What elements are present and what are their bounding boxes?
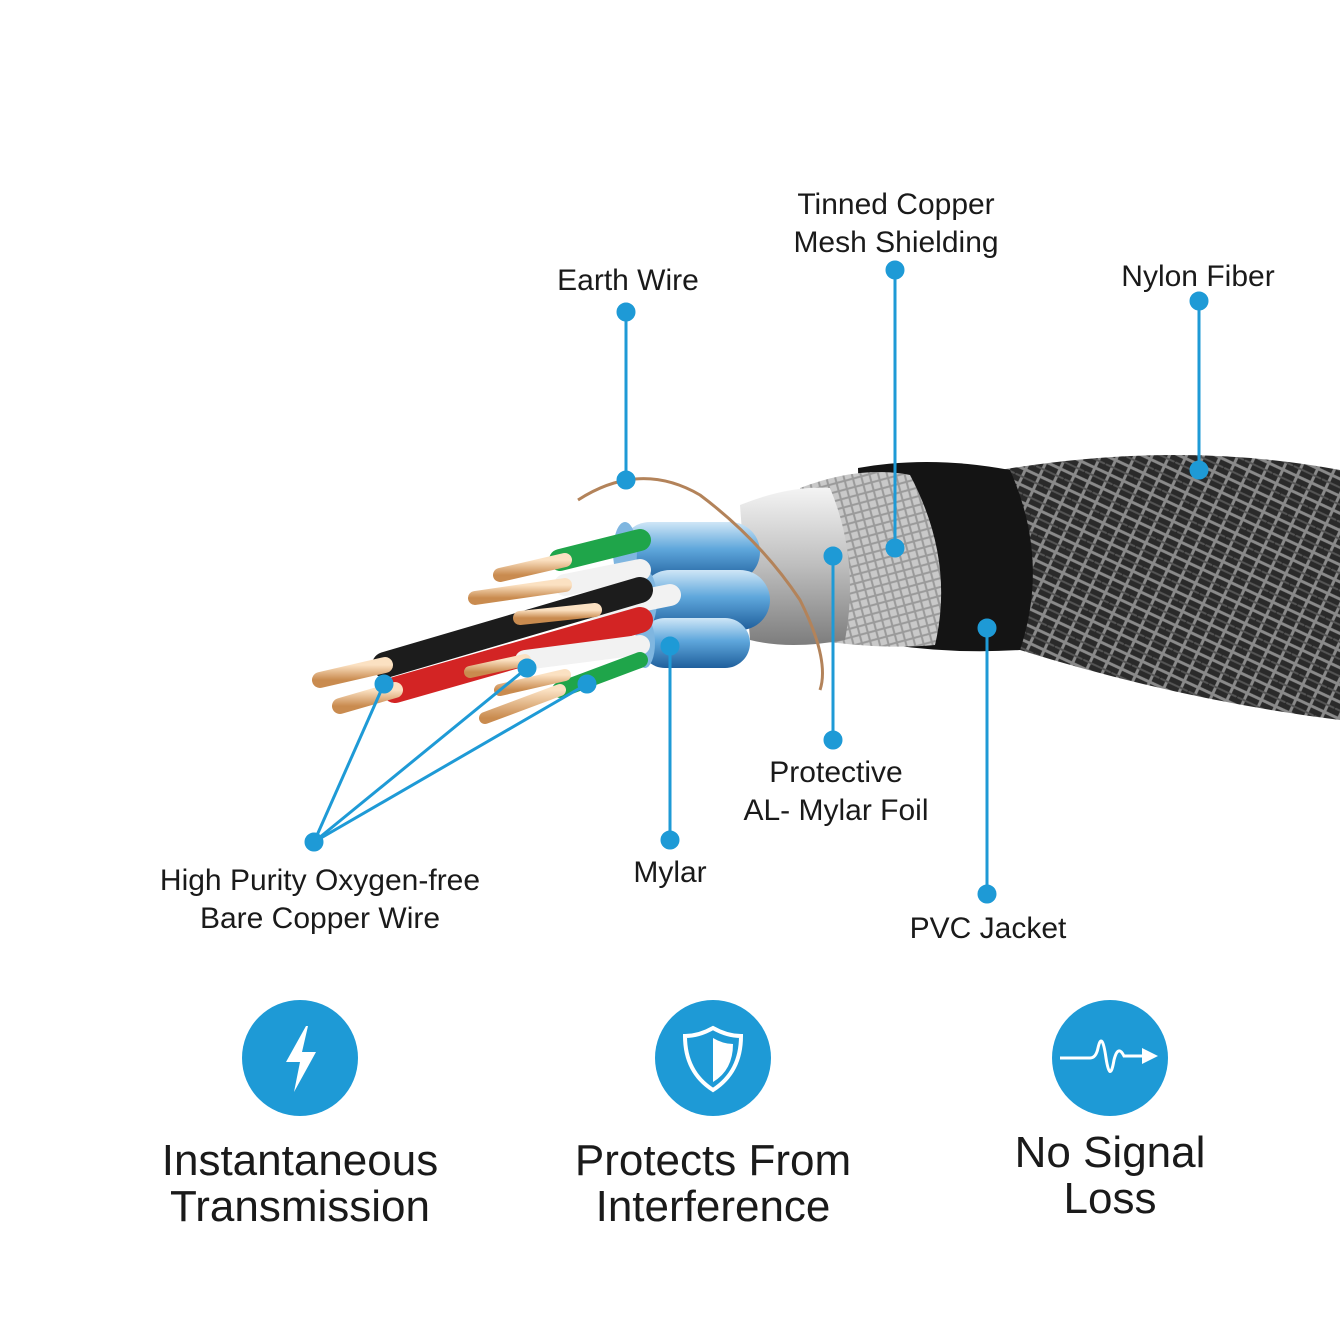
shield-icon (682, 1025, 744, 1093)
signal-wave-icon (1060, 1039, 1158, 1073)
feature-label: Instantaneous Transmission (140, 1138, 460, 1230)
label-earth-wire: Earth Wire (528, 262, 728, 300)
label-pvc-jacket: PVC Jacket (888, 910, 1088, 948)
label-line: PVC Jacket (909, 912, 1067, 945)
label-line: High Purity Oxygen-free (159, 864, 481, 897)
feature-icon-circle (1052, 1000, 1168, 1116)
callout-lines (304, 260, 1209, 904)
feature-label: Protects From Interference (553, 1138, 873, 1230)
earth-wire (577, 477, 824, 691)
label-line: Earth Wire (557, 264, 699, 297)
feature-line: Loss (1063, 1174, 1157, 1223)
label-mylar: Mylar (610, 854, 730, 892)
feature-instantaneous-transmission: Instantaneous Transmission (140, 1000, 460, 1230)
nylon-fiber-sleeve (1000, 455, 1340, 720)
feature-line: Instantaneous (161, 1136, 439, 1185)
lightning-bolt-icon (286, 1026, 316, 1092)
label-tinned-copper-mesh: Tinned Copper Mesh Shielding (770, 186, 1022, 262)
feature-label: No Signal Loss (950, 1130, 1270, 1222)
feature-no-signal-loss: No Signal Loss (950, 1000, 1270, 1222)
label-line: Mesh Shielding (793, 226, 999, 259)
feature-line: Protects From (574, 1136, 852, 1185)
label-copper-wire: High Purity Oxygen-free Bare Copper Wire (140, 862, 500, 938)
label-line: Nylon Fiber (1121, 260, 1275, 293)
feature-line: Interference (595, 1182, 831, 1231)
label-nylon-fiber: Nylon Fiber (1108, 258, 1288, 296)
feature-icon-circle (242, 1000, 358, 1116)
label-line: Mylar (633, 856, 707, 889)
feature-line: No Signal (1014, 1128, 1206, 1177)
label-protective-foil: Protective AL- Mylar Foil (718, 754, 954, 830)
feature-line: Transmission (170, 1182, 430, 1231)
label-line: Tinned Copper (797, 188, 995, 221)
feature-protects-from-interference: Protects From Interference (553, 1000, 873, 1230)
insulated-conductors (372, 529, 681, 703)
bare-copper-wires (312, 553, 602, 724)
label-line: AL- Mylar Foil (743, 794, 929, 827)
label-line: Protective (769, 756, 903, 789)
label-line: Bare Copper Wire (199, 902, 441, 935)
feature-icon-circle (655, 1000, 771, 1116)
